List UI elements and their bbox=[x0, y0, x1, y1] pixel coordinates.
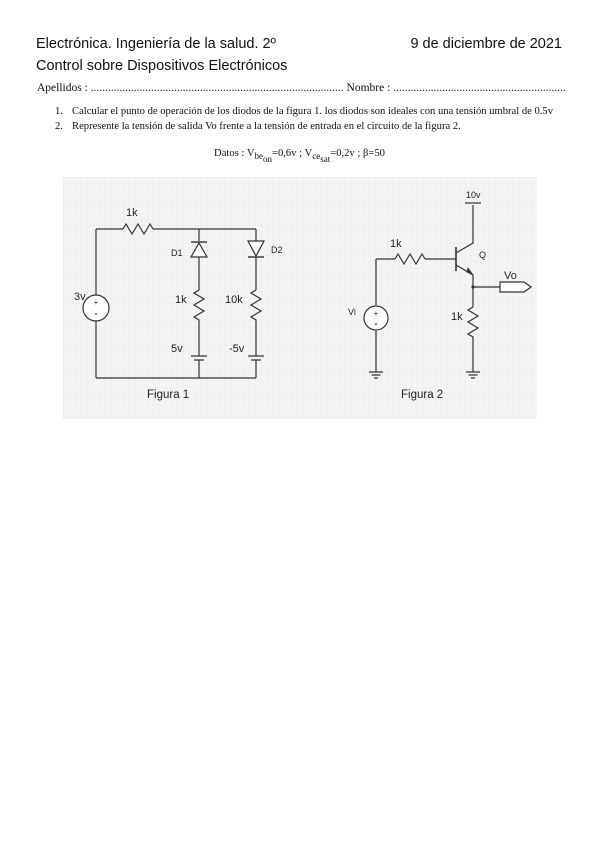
apellidos-dots[interactable]: ........................................… bbox=[90, 82, 344, 94]
vi-plus: + bbox=[374, 309, 379, 318]
question-number: 1. bbox=[55, 106, 63, 117]
label-vo: Vo bbox=[504, 270, 517, 282]
source-minus-dot bbox=[95, 313, 97, 315]
nombre-dots[interactable]: ........................................… bbox=[393, 82, 565, 94]
label-q: Q bbox=[479, 250, 486, 260]
figure-2-caption: Figura 2 bbox=[401, 389, 443, 401]
name-fields: Apellidos : ............................… bbox=[37, 82, 565, 94]
transistor-arrow bbox=[466, 267, 474, 276]
vbe-subsub: on bbox=[262, 153, 272, 164]
vbe-sub: beon bbox=[254, 151, 272, 164]
diode-d1-icon bbox=[189, 241, 209, 258]
vi-minus-dot bbox=[375, 323, 377, 325]
circuit-figure: + 1k 3v D1 D2 1k 10k 5v -5v Figura 1 + bbox=[63, 177, 537, 419]
label-d1: D1 bbox=[171, 248, 183, 258]
question-number: 2. bbox=[55, 120, 63, 132]
output-port-vo bbox=[499, 281, 533, 293]
label-3v: 3v bbox=[74, 291, 86, 303]
label-minus5v: -5v bbox=[229, 343, 245, 355]
label-rb: 1k bbox=[390, 238, 402, 250]
question-text: Represente la tensión de salida Vo frent… bbox=[72, 120, 461, 132]
figure-2-circuit bbox=[363, 202, 533, 379]
label-re: 1k bbox=[451, 311, 463, 323]
vce-symbol: V bbox=[304, 148, 313, 159]
figure-1-circuit bbox=[82, 222, 264, 379]
vce-subsub: sat bbox=[320, 153, 331, 164]
voltage-source-3v bbox=[82, 294, 110, 322]
resistor-1k-series bbox=[122, 222, 154, 236]
diode-d2-icon bbox=[247, 240, 265, 258]
data-line: Datos : Vbeon=0,6v ; Vcesat=0,2v ; β=50 bbox=[0, 148, 599, 164]
nombre-label: Nombre : bbox=[346, 82, 391, 94]
figure-1-caption: Figura 1 bbox=[147, 389, 189, 401]
question-2: 2. Represente la tensión de salida Vo fr… bbox=[55, 120, 565, 134]
question-text: Calcular el punto de operación de los di… bbox=[72, 106, 554, 117]
label-vi: Vi bbox=[348, 307, 356, 317]
beta-value: β=50 bbox=[362, 148, 385, 159]
resistor-1k-emitter bbox=[466, 306, 480, 372]
output-node bbox=[471, 285, 475, 289]
source-plus: + bbox=[94, 298, 99, 307]
label-d2: D2 bbox=[271, 245, 283, 255]
header-date: 9 de diciembre de 2021 bbox=[410, 36, 562, 52]
voltage-source-vi bbox=[363, 305, 389, 331]
label-5v: 5v bbox=[171, 343, 183, 355]
datos-label: Datos : bbox=[214, 148, 245, 159]
label-r1: 1k bbox=[175, 294, 187, 306]
question-list: 1. Calcular el punto de operación de los… bbox=[55, 105, 565, 134]
vce-sub: cesat bbox=[312, 151, 331, 164]
vbe-value: =0,6v ; bbox=[271, 148, 303, 159]
label-1k-series: 1k bbox=[126, 207, 138, 219]
question-1: 1. Calcular el punto de operación de los… bbox=[55, 105, 565, 119]
resistor-1k-base bbox=[394, 252, 426, 266]
apellidos-label: Apellidos : bbox=[37, 82, 88, 94]
vbe-symbol: V bbox=[246, 148, 255, 159]
header-subtitle: Control sobre Dispositivos Electrónicos bbox=[36, 58, 288, 74]
vce-value: =0,2v ; bbox=[330, 148, 361, 159]
label-r2: 10k bbox=[225, 294, 243, 306]
label-10v: 10v bbox=[466, 190, 481, 200]
header-title: Electrónica. Ingeniería de la salud. 2º bbox=[36, 36, 276, 52]
